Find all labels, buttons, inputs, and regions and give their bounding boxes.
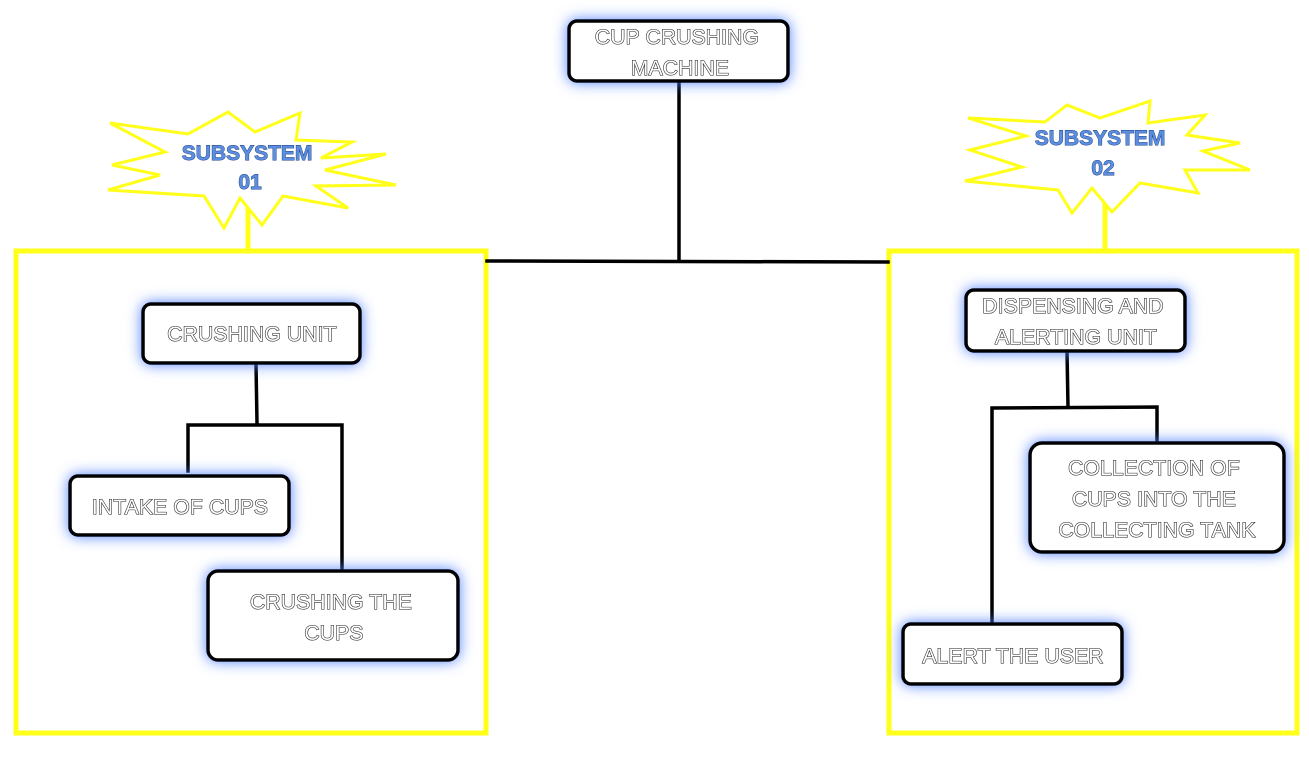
collection-of-cups-label: COLLECTION OF CUPS INTO THE COLLECTING T…: [1058, 457, 1255, 542]
node-line: CUPS: [304, 622, 363, 645]
alert-connector: [990, 405, 1159, 628]
subsystem-02-badge: SUBSYSTEM 02: [964, 98, 1251, 216]
root-node: CUP CRUSHING MACHINE: [567, 19, 790, 83]
dispensing-unit-connector: [1065, 349, 1070, 409]
badge-line: 01: [238, 171, 262, 194]
collection-of-cups-node: COLLECTION OF CUPS INTO THE COLLECTING T…: [1028, 441, 1286, 554]
badge-line: SUBSYSTEM: [182, 142, 313, 165]
alert-the-user-label: ALERT THE USER: [922, 645, 1103, 668]
dispensing-alerting-unit-node: DISPENSING AND ALERTING UNIT: [964, 288, 1187, 353]
alert-the-user-node: ALERT THE USER: [901, 622, 1124, 686]
node-line: CRUSHING THE: [250, 591, 412, 614]
starburst-shape: [964, 98, 1251, 216]
crushing-unit-label: CRUSHING UNIT: [167, 323, 336, 346]
intake-connector: [186, 423, 344, 572]
node-line: COLLECTING TANK: [1058, 519, 1255, 542]
node-line: CRUSHING UNIT: [167, 323, 336, 346]
starburst-shape: [107, 110, 397, 231]
node-line: DISPENSING AND: [982, 295, 1163, 318]
subsystem-01-label: SUBSYSTEM 01: [182, 142, 319, 194]
crushing-unit-node: CRUSHING UNIT: [141, 302, 362, 365]
node-line: ALERT THE USER: [922, 645, 1103, 668]
crushing-unit-connector: [254, 362, 259, 425]
crushing-the-cups-node: CRUSHING THE CUPS: [206, 569, 460, 662]
crushing-the-cups-label: CRUSHING THE CUPS: [250, 591, 418, 645]
subsystem-01-badge: SUBSYSTEM 01: [107, 110, 397, 231]
badge-line: SUBSYSTEM: [1035, 127, 1166, 150]
node-line: ALERTING UNIT: [995, 326, 1157, 349]
subsystem-02-label: SUBSYSTEM 02: [1035, 127, 1172, 180]
subsystem-01-frame: [13, 248, 489, 736]
intake-of-cups-node: INTAKE OF CUPS: [68, 474, 291, 537]
badge-line: 02: [1091, 157, 1114, 180]
node-line: CUP CRUSHING: [595, 26, 759, 49]
dispensing-alerting-unit-label: DISPENSING AND ALERTING UNIT: [982, 295, 1169, 349]
node-line: CUPS INTO THE: [1072, 488, 1236, 511]
intake-of-cups-label: INTAKE OF CUPS: [92, 496, 268, 519]
subsystem-02-frame: [886, 248, 1300, 736]
bus-connector: [485, 259, 890, 264]
root-label: CUP CRUSHING MACHINE: [595, 26, 765, 80]
node-line: MACHINE: [631, 57, 729, 80]
node-line: COLLECTION OF: [1068, 457, 1240, 480]
node-line: INTAKE OF CUPS: [92, 496, 268, 519]
